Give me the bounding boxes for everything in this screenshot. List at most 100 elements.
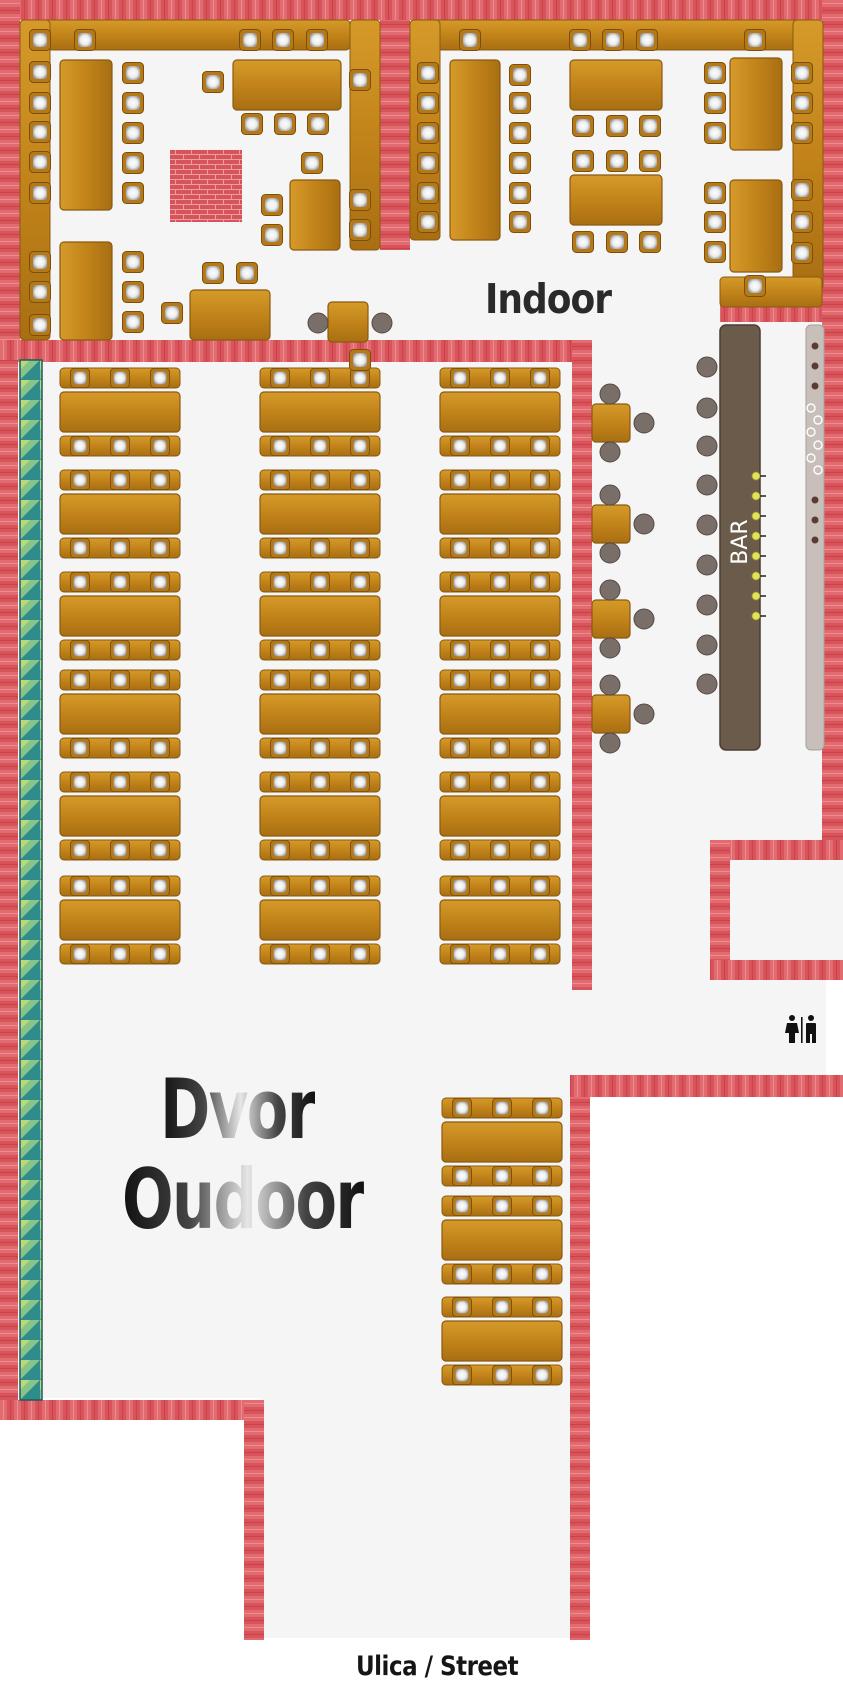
cushion [350, 738, 370, 758]
cushion [29, 314, 51, 336]
cushion [490, 738, 510, 758]
cushion [310, 640, 330, 660]
cushion [450, 368, 470, 388]
bottle [811, 516, 819, 524]
fireplace [170, 150, 242, 222]
cushion [490, 670, 510, 690]
cushion [450, 876, 470, 896]
cushion [29, 121, 51, 143]
table [591, 694, 631, 734]
cushion [450, 436, 470, 456]
cushion [791, 92, 813, 114]
bar-stools [696, 356, 718, 695]
cushion [110, 538, 130, 558]
cushion [509, 182, 531, 204]
cushion [532, 1166, 552, 1186]
cushion [261, 194, 283, 216]
bar-stool [696, 435, 718, 457]
cushion [532, 1297, 552, 1317]
stool [599, 674, 621, 696]
cushion [70, 572, 90, 592]
walls [0, 0, 843, 1640]
table [439, 391, 561, 433]
cushion [791, 242, 813, 264]
cushion [452, 1196, 472, 1216]
cushion [490, 470, 510, 490]
cushion [270, 738, 290, 758]
table [729, 57, 783, 151]
cushion [122, 152, 144, 174]
bar-light [751, 611, 761, 621]
table [729, 179, 783, 273]
table [591, 504, 631, 544]
cushion [122, 251, 144, 273]
cushion [791, 122, 813, 144]
stool [371, 312, 393, 334]
cushion [349, 69, 371, 91]
cushion [122, 281, 144, 303]
cushion [530, 738, 550, 758]
table [59, 595, 181, 637]
cushion [270, 368, 290, 388]
cushion [791, 179, 813, 201]
cushion [704, 122, 726, 144]
cushion [450, 738, 470, 758]
cushion [450, 772, 470, 792]
cushion [572, 150, 594, 172]
stool [633, 608, 655, 630]
cushion [350, 368, 370, 388]
cushion [150, 944, 170, 964]
cushion [417, 122, 439, 144]
cushion [452, 1264, 472, 1284]
cushion [150, 538, 170, 558]
cushion [110, 572, 130, 592]
outdoor-label: Oudoor [122, 1152, 365, 1249]
cushion [350, 436, 370, 456]
cushion [530, 944, 550, 964]
bottle [811, 382, 819, 390]
bar-light [751, 511, 761, 521]
cushion [572, 115, 594, 137]
cushion [791, 62, 813, 84]
cushion [450, 538, 470, 558]
bar-stool [696, 514, 718, 536]
cushion [310, 738, 330, 758]
cushion [261, 224, 283, 246]
cushion [452, 1365, 472, 1385]
cushion [744, 29, 766, 51]
cushion [310, 538, 330, 558]
cushion [70, 538, 90, 558]
table [439, 899, 561, 941]
cushion [270, 538, 290, 558]
cushion [307, 113, 329, 135]
cushion [310, 368, 330, 388]
cushion [530, 572, 550, 592]
cushion [602, 29, 624, 51]
cushion [639, 231, 661, 253]
stool [599, 484, 621, 506]
glass [813, 465, 823, 475]
bottle [811, 536, 819, 544]
cushion [490, 840, 510, 860]
cushion [270, 876, 290, 896]
cushion [636, 29, 658, 51]
cushion [270, 436, 290, 456]
stool [307, 312, 329, 334]
cushion [459, 29, 481, 51]
glass [806, 453, 816, 463]
cushion [29, 251, 51, 273]
glass [806, 403, 816, 413]
cushion [452, 1098, 472, 1118]
cushion [509, 122, 531, 144]
cushion [490, 538, 510, 558]
bar-stool [696, 554, 718, 576]
table [441, 1320, 563, 1362]
bench [19, 19, 351, 51]
cushion [239, 29, 261, 51]
cushion [417, 152, 439, 174]
cushion [150, 772, 170, 792]
cushion [150, 572, 170, 592]
cushion [161, 302, 183, 324]
cushion [110, 840, 130, 860]
